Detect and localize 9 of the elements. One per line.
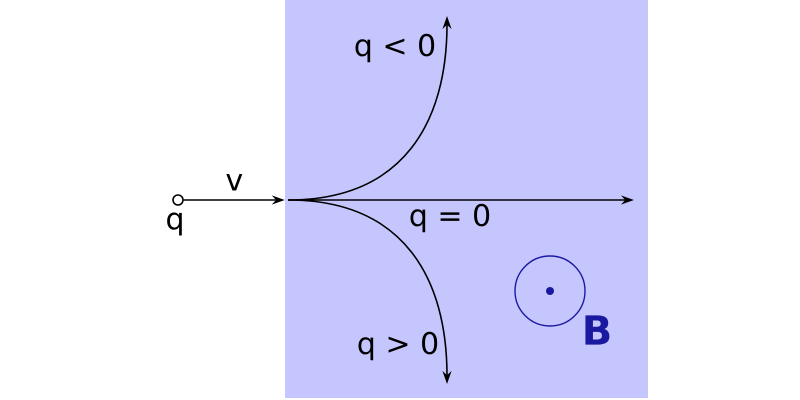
charge-label: q < 0	[356, 34, 434, 62]
charge-label: q = 0	[410, 204, 490, 232]
edge-label: v	[226, 174, 242, 190]
charge-label: q	[167, 212, 182, 236]
field-label: B	[585, 315, 610, 345]
particle-circle	[172, 194, 184, 206]
field-symbol	[514, 255, 586, 327]
field-region	[285, 0, 648, 398]
charge-label: q > 0	[358, 332, 438, 360]
